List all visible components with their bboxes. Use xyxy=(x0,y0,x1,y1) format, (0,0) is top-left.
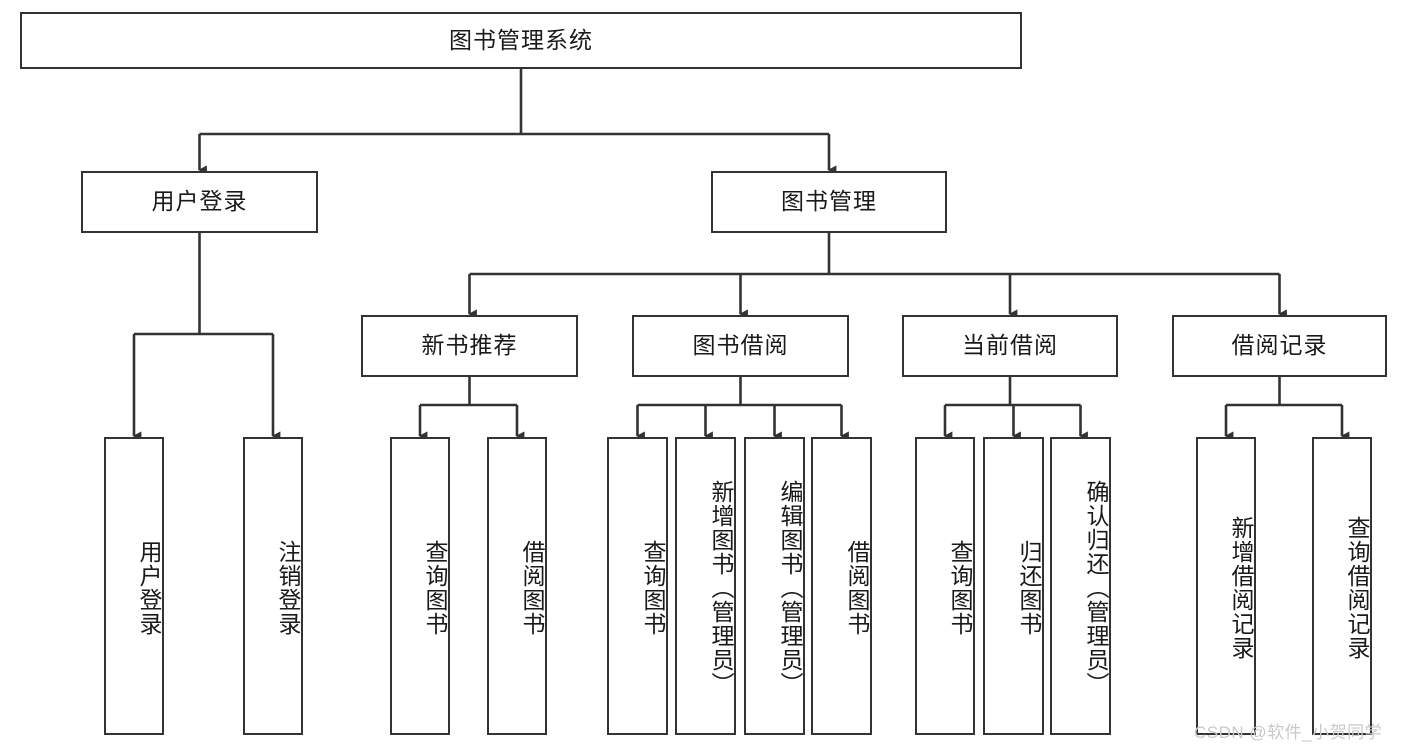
node-leaf-borrow-1[interactable]: 查询图书 xyxy=(607,437,668,735)
node-label: 注销登录 xyxy=(275,540,301,636)
node-leaf-borrow-3[interactable]: 编辑图书（管理员） xyxy=(744,437,805,735)
node-newrec[interactable]: 新书推荐 xyxy=(361,315,578,377)
node-label: 查询借阅记录 xyxy=(1344,516,1370,660)
node-root[interactable]: 图书管理系统 xyxy=(20,12,1022,69)
node-label: 图书借阅 xyxy=(692,332,789,359)
node-label: 查询图书 xyxy=(422,540,448,636)
node-label: 图书管理 xyxy=(781,188,877,215)
node-leaf-history-1[interactable]: 新增借阅记录 xyxy=(1196,437,1256,735)
node-label: 查询图书 xyxy=(947,540,973,636)
node-label: 借阅记录 xyxy=(1231,332,1328,359)
node-label: 新增图书（管理员） xyxy=(708,480,734,696)
node-leaf-newrec-2[interactable]: 借阅图书 xyxy=(487,437,547,735)
node-label: 用户登录 xyxy=(151,188,248,215)
node-label: 当前借阅 xyxy=(962,332,1058,359)
node-label: 借阅图书 xyxy=(844,540,870,636)
node-leaf-login-2[interactable]: 注销登录 xyxy=(243,437,303,735)
node-login[interactable]: 用户登录 xyxy=(81,171,318,233)
node-leaf-current-3[interactable]: 确认归还（管理员） xyxy=(1050,437,1111,735)
node-history[interactable]: 借阅记录 xyxy=(1172,315,1387,377)
node-bookmgmt[interactable]: 图书管理 xyxy=(711,171,947,233)
node-leaf-login-1[interactable]: 用户登录 xyxy=(104,437,164,735)
node-label: 新书推荐 xyxy=(421,332,518,359)
csdn-watermark: CSDN @软件_小贺同学 xyxy=(1194,723,1383,742)
node-label: 确认归还（管理员） xyxy=(1083,480,1109,696)
node-label: 图书管理系统 xyxy=(449,26,593,53)
node-label: 用户登录 xyxy=(136,540,162,636)
node-leaf-borrow-4[interactable]: 借阅图书 xyxy=(811,437,872,735)
node-leaf-newrec-1[interactable]: 查询图书 xyxy=(390,437,450,735)
node-leaf-history-2[interactable]: 查询借阅记录 xyxy=(1312,437,1372,735)
node-label: 归还图书 xyxy=(1016,540,1042,636)
node-label: 编辑图书（管理员） xyxy=(777,480,803,696)
node-label: 新增借阅记录 xyxy=(1228,516,1254,660)
node-current[interactable]: 当前借阅 xyxy=(902,315,1118,377)
node-leaf-current-1[interactable]: 查询图书 xyxy=(915,437,975,735)
node-label: 借阅图书 xyxy=(519,540,545,636)
node-leaf-borrow-2[interactable]: 新增图书（管理员） xyxy=(675,437,736,735)
node-borrow[interactable]: 图书借阅 xyxy=(632,315,849,377)
node-leaf-current-2[interactable]: 归还图书 xyxy=(983,437,1044,735)
node-label: 查询图书 xyxy=(640,540,666,636)
